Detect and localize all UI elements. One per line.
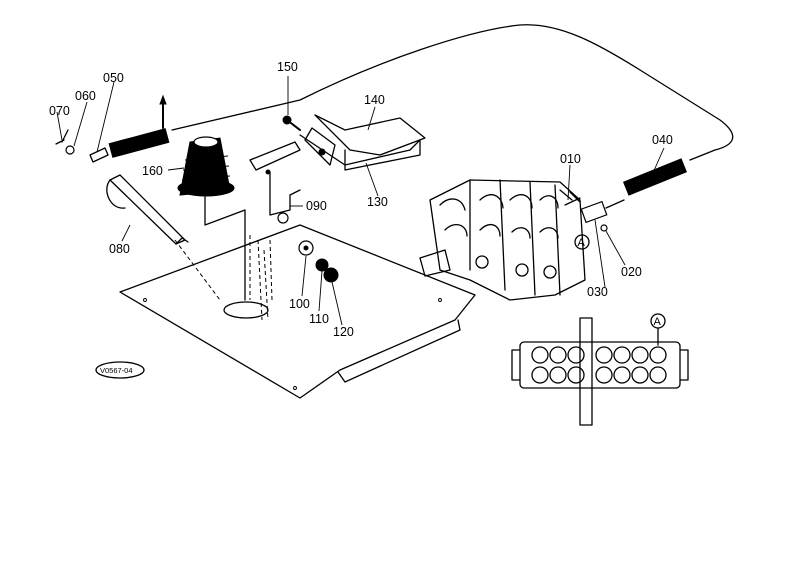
label-090: 090 bbox=[306, 199, 327, 213]
label-060: 060 bbox=[75, 89, 96, 103]
label-150: 150 bbox=[277, 60, 298, 74]
figure-code-text: V0567-04 bbox=[100, 366, 133, 375]
floor-plate bbox=[119, 224, 476, 399]
svg-text:A: A bbox=[654, 316, 662, 328]
label-130: 130 bbox=[367, 195, 388, 209]
label-110: 110 bbox=[309, 312, 329, 326]
label-070: 070 bbox=[49, 104, 70, 118]
lever-rod-080 bbox=[106, 174, 189, 245]
callout-a-marker bbox=[574, 234, 590, 250]
pedal-130-140 bbox=[282, 114, 426, 171]
cable-end-right bbox=[564, 158, 688, 232]
label-160: 160 bbox=[142, 164, 163, 178]
callout-a-text: A bbox=[578, 237, 586, 249]
label-100: 100 bbox=[289, 297, 310, 311]
label-020: 020 bbox=[621, 265, 642, 279]
washers-nuts bbox=[298, 240, 339, 283]
label-050: 050 bbox=[103, 71, 124, 85]
control-cable-loop bbox=[171, 24, 734, 161]
label-140: 140 bbox=[364, 93, 385, 107]
label-010: 010 bbox=[560, 152, 581, 166]
label-040: 040 bbox=[652, 133, 673, 147]
control-valve-block bbox=[419, 179, 586, 301]
label-120: 120 bbox=[333, 325, 354, 339]
label-030: 030 bbox=[587, 285, 608, 299]
bracket-090 bbox=[249, 141, 301, 224]
leader-lines bbox=[56, 76, 665, 326]
rubber-boot-160 bbox=[177, 136, 246, 301]
label-080: 080 bbox=[109, 242, 130, 256]
figure-code-badge: V0567-04 bbox=[95, 361, 145, 379]
cable-end-left bbox=[55, 94, 170, 163]
detail-view-a: A bbox=[511, 313, 689, 426]
